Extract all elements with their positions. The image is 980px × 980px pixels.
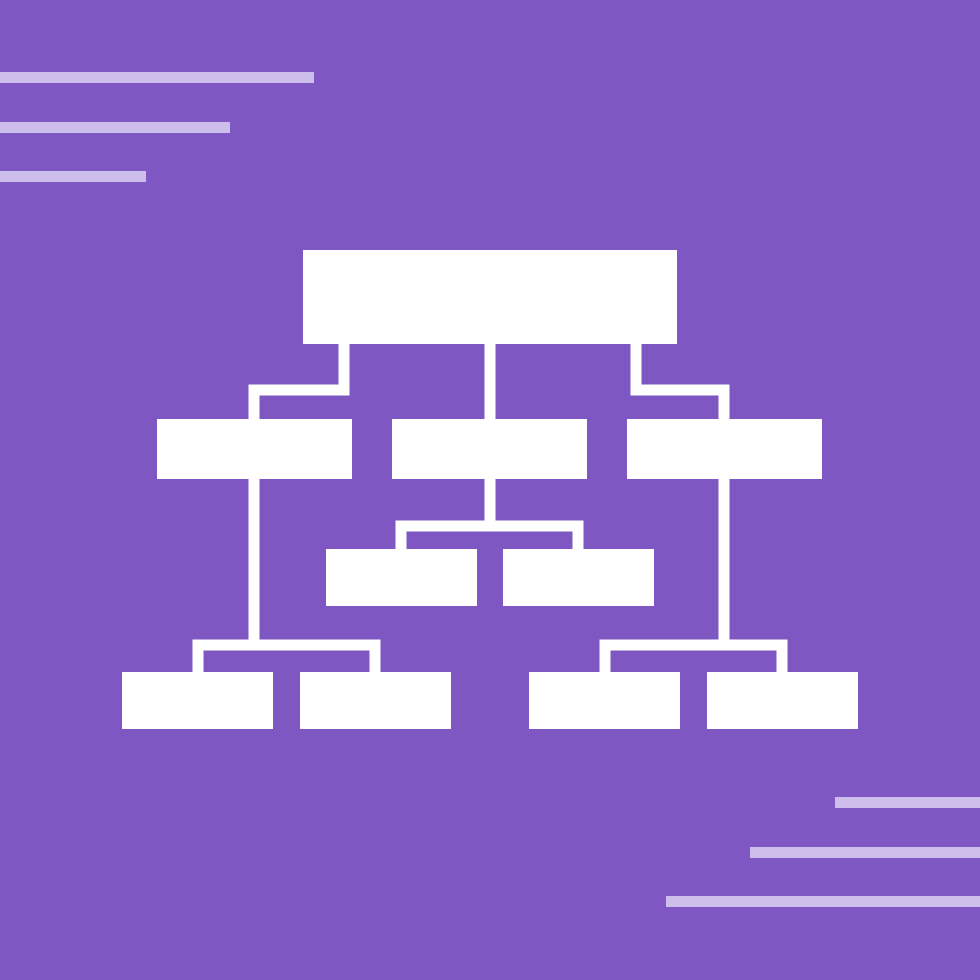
- hierarchy-nodes: [122, 250, 858, 729]
- level3-node-far-right: [707, 672, 858, 729]
- connector-root-right: [630, 344, 730, 419]
- connector-root-left: [248, 344, 350, 419]
- hierarchy-connectors: [192, 344, 788, 672]
- level3-node-center-left: [326, 549, 477, 606]
- level2-node-right: [627, 419, 822, 479]
- root-node: [303, 250, 677, 344]
- level3-node-left: [300, 672, 451, 729]
- decorative-line-top-3: [0, 171, 146, 182]
- level2-node-center: [392, 419, 587, 479]
- decorative-line-bottom-2: [750, 847, 980, 858]
- level3-node-far-left: [122, 672, 273, 729]
- level2-node-left: [157, 419, 352, 479]
- decorative-line-bottom-1: [835, 797, 980, 808]
- connector-left-children: [192, 639, 381, 672]
- decorative-line-top-1: [0, 72, 314, 83]
- connector-center-children: [395, 520, 584, 549]
- decorative-line-top-2: [0, 122, 230, 133]
- decorative-line-bottom-3: [666, 896, 980, 907]
- connector-right-children: [599, 639, 788, 672]
- level3-node-center-right: [503, 549, 654, 606]
- level3-node-right: [529, 672, 680, 729]
